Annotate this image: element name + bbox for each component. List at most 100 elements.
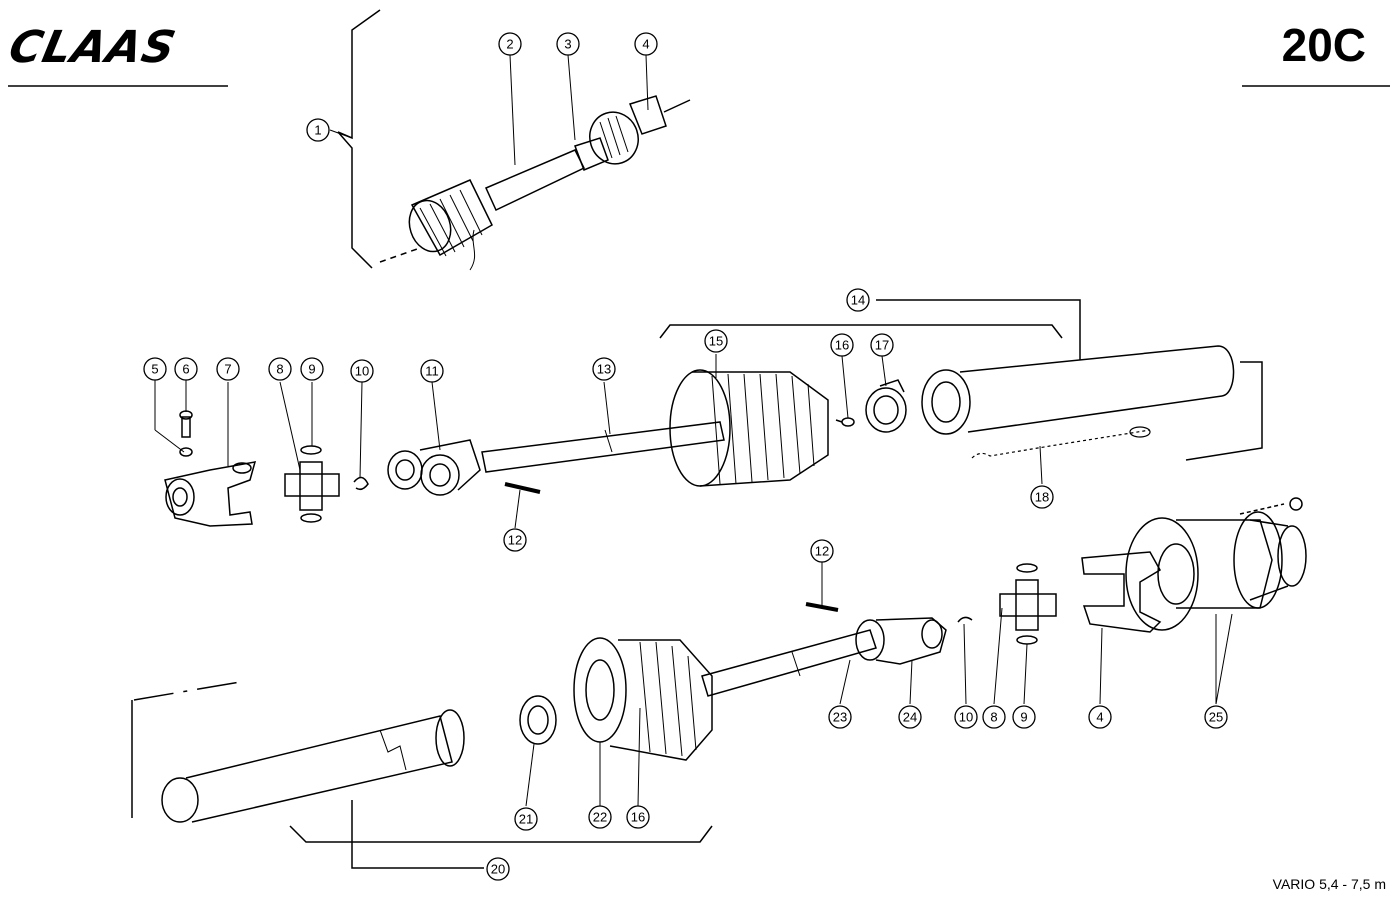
leader-lines [154, 54, 1233, 807]
callout-circle [514, 807, 538, 831]
callout-circle [143, 357, 167, 381]
callout-number: 8 [990, 710, 997, 725]
screw-16a [835, 417, 855, 427]
callout-5: 5 [143, 357, 167, 381]
callout-number: 8 [276, 362, 283, 377]
callout-circle [174, 357, 198, 381]
callout-12: 12 [810, 539, 834, 563]
callout-circle [704, 329, 728, 353]
callout-circle [350, 359, 374, 383]
callout-11: 11 [420, 359, 444, 383]
callout-number: 3 [564, 37, 571, 52]
callout-circle [810, 539, 834, 563]
callout-number: 10 [355, 364, 369, 379]
callout-circle [306, 118, 330, 142]
callout-number: 23 [833, 710, 847, 725]
callout-circle [420, 359, 444, 383]
callout-13: 13 [592, 357, 616, 381]
callout-circle [626, 805, 650, 829]
callout-number: 17 [875, 338, 889, 353]
shear-bolt [179, 410, 193, 457]
bearing-ring-17 [865, 379, 907, 433]
callout-circle [268, 357, 292, 381]
callout-circle [588, 805, 612, 829]
callout-circle [503, 528, 527, 552]
callout-9: 9 [1012, 705, 1036, 729]
bracket-1 [337, 9, 381, 269]
cross-journal-b [999, 563, 1057, 645]
callout-number: 1 [314, 123, 321, 138]
callout-circle [216, 357, 240, 381]
callout-circle [634, 32, 658, 56]
guard-cone-22 [573, 637, 713, 761]
inner-yoke-and-tube [387, 421, 725, 496]
callout-25: 25 [1204, 705, 1228, 729]
callout-number: 6 [182, 362, 189, 377]
callout-number: 16 [835, 338, 849, 353]
callout-16: 16 [830, 333, 854, 357]
callout-10: 10 [954, 705, 978, 729]
callout-circle [300, 357, 324, 381]
callout-7: 7 [216, 357, 240, 381]
callout-number: 25 [1209, 710, 1223, 725]
yoke-7 [164, 461, 257, 527]
callout-number: 12 [815, 544, 829, 559]
callout-number: 12 [508, 533, 522, 548]
callout-4: 4 [634, 32, 658, 56]
callout-number: 13 [597, 362, 611, 377]
cross-journal [284, 445, 340, 523]
callout-22: 22 [588, 805, 612, 829]
callout-number: 21 [519, 812, 533, 827]
callout-number: 14 [851, 293, 865, 308]
callout-10: 10 [350, 359, 374, 383]
callout-number: 4 [1096, 710, 1103, 725]
model-label: VARIO 5,4 - 7,5 m [1272, 876, 1386, 892]
callout-number: 7 [224, 362, 231, 377]
callout-8: 8 [268, 357, 292, 381]
callout-number: 9 [1020, 710, 1027, 725]
callout-circle [954, 705, 978, 729]
yoke-24 [855, 617, 947, 665]
safety-chain-18 [971, 426, 1151, 459]
callout-16: 16 [626, 805, 650, 829]
callout-9: 9 [300, 357, 324, 381]
callout-circle [592, 357, 616, 381]
outer-guard-tube [921, 345, 1235, 435]
callout-number: 4 [642, 37, 649, 52]
callout-number: 10 [959, 710, 973, 725]
flange-yoke-and-clutch [1081, 497, 1307, 633]
callout-circle [1088, 705, 1112, 729]
callout-circle [846, 288, 870, 312]
callout-1: 1 [306, 118, 330, 142]
callout-circle [1030, 485, 1054, 509]
page-number: 20C [1281, 19, 1366, 71]
callout-12: 12 [503, 528, 527, 552]
callout-number: 11 [425, 364, 439, 379]
callout-23: 23 [828, 705, 852, 729]
circlip-10b [957, 616, 973, 623]
callout-circle [1204, 705, 1228, 729]
roll-pin-12a [504, 482, 541, 494]
callout-number: 20 [491, 862, 505, 877]
callout-number: 16 [631, 810, 645, 825]
roll-pin-12b [805, 602, 839, 612]
callout-24: 24 [898, 705, 922, 729]
callout-20: 20 [486, 857, 510, 881]
bearing-ring-21 [519, 695, 557, 745]
callout-2: 2 [498, 32, 522, 56]
callout-15: 15 [704, 329, 728, 353]
callout-circle [870, 333, 894, 357]
guard-cone-15 [669, 369, 829, 487]
callout-14: 14 [846, 288, 870, 312]
callout-number: 15 [709, 334, 723, 349]
callout-circle [556, 32, 580, 56]
callout-circle [982, 705, 1006, 729]
complete-shaft-assembly [379, 95, 691, 271]
callout-circle [898, 705, 922, 729]
callout-3: 3 [556, 32, 580, 56]
callout-circle [498, 32, 522, 56]
callout-8: 8 [982, 705, 1006, 729]
outer-tube-20 [161, 709, 465, 823]
